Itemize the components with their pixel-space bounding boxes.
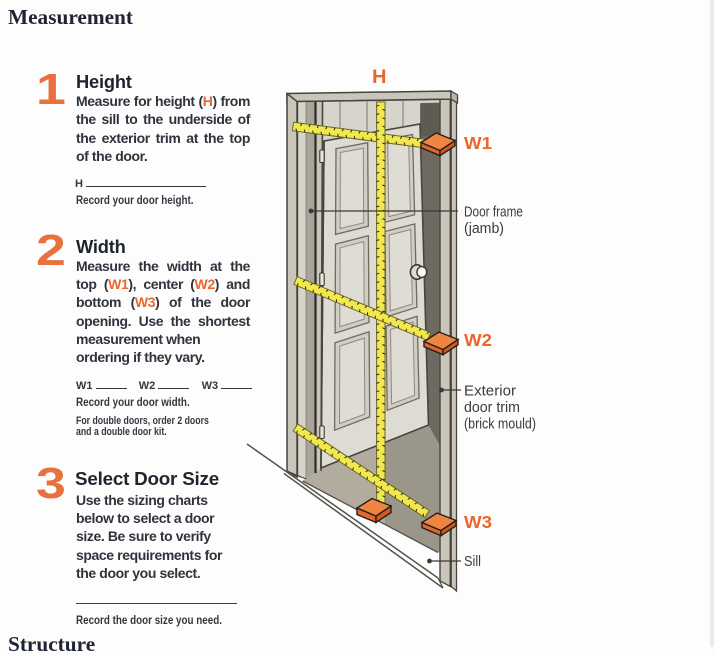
svg-text:door trim: door trim: [464, 399, 520, 416]
svg-text:W1: W1: [464, 133, 492, 153]
svg-text:H: H: [372, 67, 387, 88]
svg-text:(jamb): (jamb): [464, 220, 504, 237]
svg-text:Door frame: Door frame: [464, 204, 523, 221]
svg-text:W3: W3: [464, 512, 492, 532]
svg-text:Sill: Sill: [464, 553, 481, 570]
svg-text:(brick mould): (brick mould): [464, 416, 536, 433]
svg-text:Exterior: Exterior: [464, 383, 516, 400]
svg-text:W2: W2: [464, 330, 492, 350]
